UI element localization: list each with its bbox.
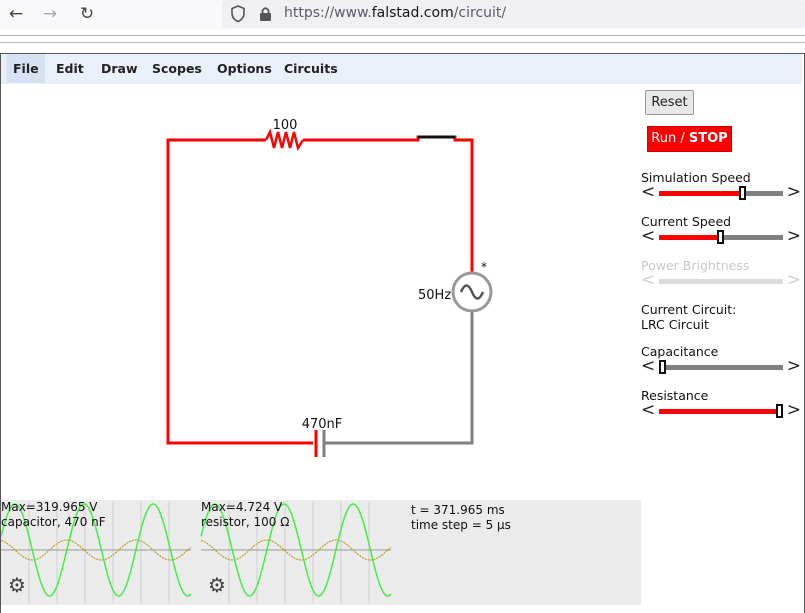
chevron-left-icon[interactable]: < xyxy=(641,182,656,202)
capacitance-label: Capacitance xyxy=(641,344,719,359)
control-panel: Reset Run / STOP Simulation Speed < > Cu… xyxy=(641,84,803,504)
menu-scopes[interactable]: Scopes xyxy=(152,61,202,76)
resistance-label: Resistance xyxy=(641,388,709,403)
menu-edit[interactable]: Edit xyxy=(56,61,84,76)
current-circuit-label: Current Circuit: xyxy=(641,302,737,317)
simulation-speed-label: Simulation Speed xyxy=(641,170,751,185)
menu-bar: File Edit Draw Scopes Options Circuits xyxy=(1,54,802,84)
chevron-left-icon[interactable]: < xyxy=(641,356,656,376)
menu-file[interactable]: File xyxy=(7,54,45,83)
resistor-label: 100 xyxy=(273,118,298,133)
chevron-right-icon[interactable]: > xyxy=(786,356,801,376)
reload-icon[interactable]: ↻ xyxy=(79,4,95,24)
sim-time: t = 371.965 ms xyxy=(411,503,505,517)
slider-thumb[interactable] xyxy=(716,230,724,244)
chevron-left-icon[interactable]: < xyxy=(641,226,656,246)
gear-icon[interactable]: ⚙ xyxy=(8,573,26,597)
current-speed-label: Current Speed xyxy=(641,214,732,229)
scope-2-info: Max=4.724 V resistor, 100 Ω xyxy=(201,500,289,530)
lock-icon xyxy=(260,7,271,21)
wire-bottom-right xyxy=(325,312,474,445)
resistance-slider[interactable]: < > xyxy=(641,400,801,420)
power-brightness-slider: < > xyxy=(641,270,801,290)
back-icon[interactable]: ← xyxy=(8,4,24,24)
gear-icon[interactable]: ⚙ xyxy=(208,573,226,597)
ac-source[interactable] xyxy=(451,271,493,313)
shield-icon xyxy=(231,5,245,23)
scope-2-plot xyxy=(200,502,392,603)
browser-toolbar: ← → ↻ https://www.falstad.com/circuit/ xyxy=(0,0,805,30)
chevron-left-icon[interactable]: < xyxy=(641,400,656,420)
current-circuit-name: LRC Circuit xyxy=(641,317,709,332)
forward-icon[interactable]: → xyxy=(42,4,58,24)
scope-1-max: Max=319.965 V xyxy=(1,500,98,514)
scope-2-name: resistor, 100 Ω xyxy=(201,515,290,529)
power-brightness-label: Power Brightness xyxy=(641,258,750,273)
simulation-speed-slider[interactable]: < > xyxy=(641,182,801,202)
circuit-canvas[interactable]: 100 50Hz * 470nF xyxy=(1,84,641,500)
wire-top-right xyxy=(303,135,474,272)
scope-1-info: Max=319.965 V capacitor, 470 nF xyxy=(1,500,106,530)
wire-top-left xyxy=(166,138,313,445)
sim-timestep: time step = 5 µs xyxy=(411,518,511,532)
chevron-right-icon[interactable]: > xyxy=(786,226,801,246)
chevron-right-icon[interactable]: > xyxy=(786,182,801,202)
current-speed-slider[interactable]: < > xyxy=(641,226,801,246)
chevron-right-icon[interactable]: > xyxy=(786,400,801,420)
divider xyxy=(0,35,805,36)
slider-thumb[interactable] xyxy=(659,360,666,374)
address-bar[interactable]: https://www.falstad.com/circuit/ xyxy=(222,0,805,28)
menu-draw[interactable]: Draw xyxy=(101,61,138,76)
scope-plots[interactable] xyxy=(1,500,641,605)
run-stop-button[interactable]: Run / STOP xyxy=(647,126,732,152)
scope-1-plot xyxy=(1,502,192,603)
resistor xyxy=(264,128,305,152)
capacitance-slider[interactable]: < > xyxy=(641,356,801,376)
source-label: 50Hz xyxy=(418,288,451,303)
menu-options[interactable]: Options xyxy=(217,61,272,76)
scope-area: Max=319.965 V capacitor, 470 nF Max=4.72… xyxy=(1,500,641,605)
menu-circuits[interactable]: Circuits xyxy=(284,61,338,76)
divider xyxy=(0,42,805,43)
scope-1-name: capacitor, 470 nF xyxy=(1,515,106,529)
reset-button[interactable]: Reset xyxy=(645,90,694,115)
chevron-right-icon: > xyxy=(786,270,801,290)
source-marker: * xyxy=(481,260,487,274)
scope-2-max: Max=4.724 V xyxy=(201,500,283,514)
sim-status: t = 371.965 ms time step = 5 µs xyxy=(411,503,511,533)
url-text: https://www.falstad.com/circuit/ xyxy=(284,5,507,21)
slider-thumb[interactable] xyxy=(739,186,747,200)
chevron-left-icon: < xyxy=(641,270,656,290)
capacitor-label: 470nF xyxy=(302,417,343,432)
slider-thumb[interactable] xyxy=(776,404,783,418)
